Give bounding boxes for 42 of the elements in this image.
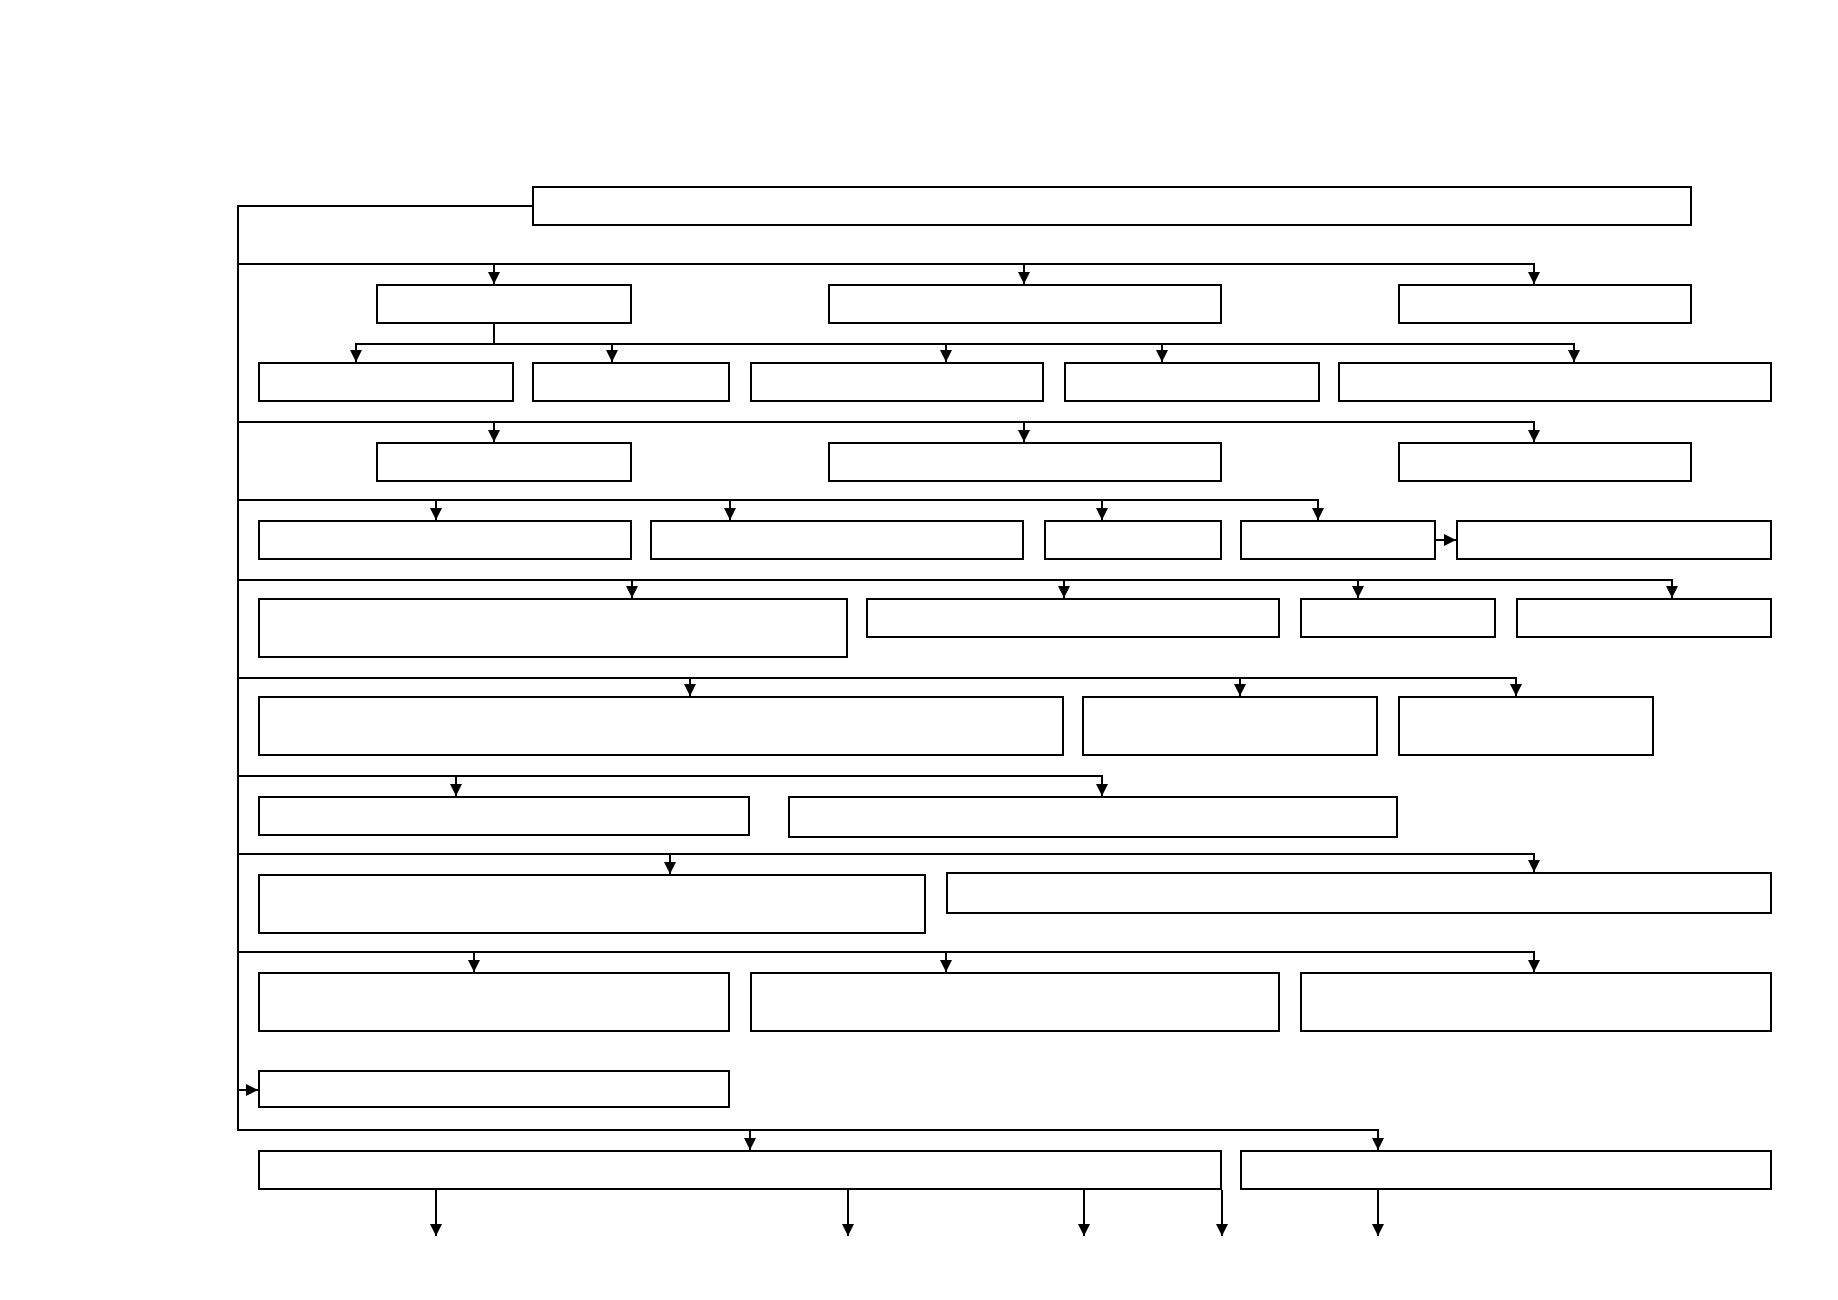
- empty-box: [1064, 362, 1320, 402]
- empty-box: [788, 796, 1398, 838]
- empty-box: [258, 696, 1064, 756]
- empty-box: [532, 186, 1692, 226]
- connector-arrow: [430, 1189, 442, 1237]
- empty-box: [1082, 696, 1378, 756]
- connector-arrow: [493, 323, 1580, 363]
- empty-box: [946, 872, 1772, 914]
- connector-arrow: [237, 205, 1384, 1151]
- empty-box: [828, 442, 1222, 482]
- empty-box: [1300, 598, 1496, 638]
- empty-box: [1398, 696, 1654, 756]
- empty-box: [258, 1070, 730, 1108]
- empty-box: [750, 362, 1044, 402]
- connector-arrow: [1372, 1189, 1384, 1237]
- empty-box: [1300, 972, 1772, 1032]
- empty-box: [1044, 520, 1222, 560]
- empty-box: [258, 796, 750, 836]
- empty-box: [258, 520, 632, 560]
- empty-box: [1398, 442, 1692, 482]
- empty-box: [828, 284, 1222, 324]
- empty-box: [1240, 1150, 1772, 1190]
- empty-box: [376, 284, 632, 324]
- empty-box: [258, 972, 730, 1032]
- empty-box: [650, 520, 1024, 560]
- empty-box: [866, 598, 1280, 638]
- connector-arrow: [842, 1189, 854, 1237]
- empty-box: [1456, 520, 1772, 560]
- empty-box: [1240, 520, 1436, 560]
- empty-box: [258, 362, 514, 402]
- empty-box: [258, 874, 926, 934]
- empty-box: [1398, 284, 1692, 324]
- empty-box: [258, 598, 848, 658]
- empty-box: [376, 442, 632, 482]
- empty-box: [1516, 598, 1772, 638]
- empty-box: [258, 1150, 1222, 1190]
- empty-box: [750, 972, 1280, 1032]
- connector-arrow: [1078, 1189, 1090, 1237]
- empty-box: [1338, 362, 1772, 402]
- empty-box: [532, 362, 730, 402]
- connector-arrow: [1216, 1189, 1228, 1237]
- connector-arrow: [1435, 534, 1457, 546]
